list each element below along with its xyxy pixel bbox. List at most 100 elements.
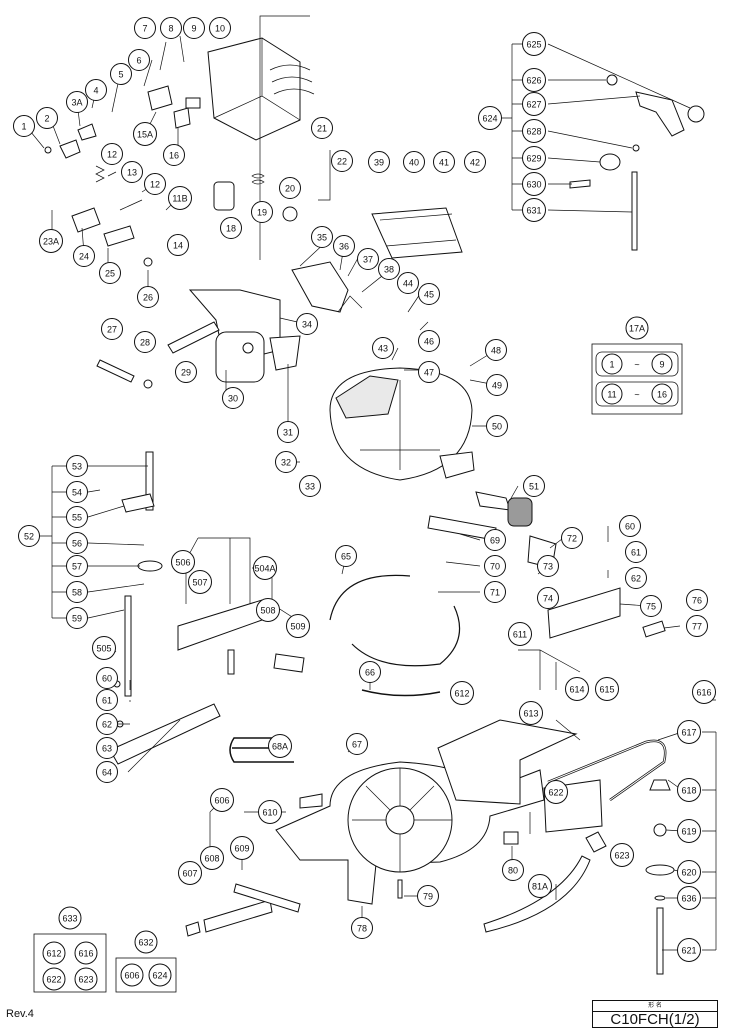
- callout-76: 76: [686, 589, 708, 611]
- callout-label: 31: [283, 428, 293, 438]
- callout-label: 3A: [71, 98, 82, 108]
- callout-label: 58: [72, 588, 82, 598]
- callout-label: 46: [424, 337, 434, 347]
- callout-label: 625: [526, 40, 541, 50]
- callout-18: 18: [220, 217, 242, 239]
- callout-label: 60: [625, 522, 635, 532]
- motor-head-assembly: [96, 37, 363, 383]
- callout-44: 44: [397, 272, 419, 294]
- callout-label: 2: [44, 114, 49, 124]
- callout-36: 36: [333, 235, 355, 257]
- svg-text:616: 616: [78, 949, 93, 959]
- callout-9: 9: [183, 17, 205, 39]
- callout-label: 618: [681, 786, 696, 796]
- callout-label: 48: [491, 346, 501, 356]
- model-title-box: 形 名 C10FCH(1/2): [592, 1000, 718, 1028]
- title-box-label: 形 名: [593, 1001, 717, 1012]
- callout-41: 41: [433, 151, 455, 173]
- callout-label: 69: [490, 536, 500, 546]
- svg-text:~: ~: [634, 360, 639, 370]
- kit-item-624: 624: [148, 963, 172, 987]
- fence-right-assembly: [543, 587, 675, 975]
- kit-item-616: 616: [74, 941, 98, 965]
- callout-label: 34: [302, 320, 312, 330]
- callout-607: 607: [178, 861, 202, 885]
- callout-label: 77: [692, 622, 702, 632]
- callout-label: 53: [72, 462, 82, 472]
- callout-79: 79: [417, 885, 439, 907]
- svg-text:606: 606: [124, 971, 139, 981]
- callout-43: 43: [372, 337, 394, 359]
- callout-27: 27: [101, 318, 123, 340]
- callout-label: 81A: [532, 882, 548, 892]
- callout-34: 34: [296, 313, 318, 335]
- callout-label: 43: [378, 344, 388, 354]
- callout-623: 623: [610, 843, 634, 867]
- callout-614: 614: [565, 677, 589, 701]
- callout-7: 7: [134, 17, 156, 39]
- callout-label: 52: [24, 532, 34, 542]
- callout-508: 508: [256, 598, 280, 622]
- fence-left-assembly: [109, 451, 305, 765]
- callout-label: 38: [384, 265, 394, 275]
- kit-item-622: 622: [42, 967, 66, 991]
- callout-label: 60: [102, 674, 112, 684]
- callout-504A: 504A: [253, 556, 277, 580]
- callout-label: 629: [526, 154, 541, 164]
- callout-label: 27: [107, 325, 117, 335]
- callout-29: 29: [175, 361, 197, 383]
- callout-32: 32: [275, 451, 297, 473]
- base-assembly: [229, 574, 591, 933]
- callout-label: 622: [548, 788, 563, 798]
- callout-70: 70: [484, 555, 506, 577]
- callout-613: 613: [519, 701, 543, 725]
- callout-label: 37: [363, 255, 373, 265]
- callout-label: 44: [403, 279, 413, 289]
- callout-label: 49: [492, 381, 502, 391]
- callout-label: 11B: [172, 194, 187, 204]
- callout-label: 20: [285, 184, 295, 194]
- callout-label: 13: [127, 168, 137, 178]
- callout-621: 621: [677, 938, 701, 962]
- callout-label: 47: [424, 368, 434, 378]
- callout-label: 606: [214, 796, 229, 806]
- callout-label: 32: [281, 458, 291, 468]
- callout-label: 56: [72, 539, 82, 549]
- callout-12: 12: [144, 173, 166, 195]
- callout-label: 70: [490, 562, 500, 572]
- kit-item-11: 11: [601, 383, 623, 405]
- callout-606: 606: [210, 788, 234, 812]
- kit-item-9: 9: [651, 353, 673, 375]
- model-name: C10FCH(1/2): [610, 1011, 700, 1028]
- callout-label: 22: [337, 157, 347, 167]
- callout-8: 8: [160, 17, 182, 39]
- callout-73: 73: [537, 555, 559, 577]
- callout-label: 609: [234, 844, 249, 854]
- callout-53: 53: [66, 455, 88, 477]
- callout-61: 61: [96, 689, 118, 711]
- callout-54: 54: [66, 481, 88, 503]
- callout-62: 62: [625, 567, 647, 589]
- svg-text:~: ~: [634, 390, 639, 400]
- callout-label: 612: [454, 689, 469, 699]
- callout-label: 79: [423, 892, 433, 902]
- callout-label: 16: [169, 151, 179, 161]
- callout-label: 36: [339, 242, 349, 252]
- callout-label: 8: [168, 24, 173, 34]
- callout-label: 507: [192, 578, 207, 588]
- callout-19: 19: [251, 201, 273, 223]
- kit-item-623: 623: [74, 967, 98, 991]
- callout-label: 1: [21, 122, 26, 132]
- callout-label: 6: [136, 56, 141, 66]
- callout-label: 628: [526, 127, 541, 137]
- callout-38: 38: [378, 258, 400, 280]
- kit-item-612: 612: [42, 941, 66, 965]
- callout-610: 610: [258, 800, 282, 824]
- callout-label: 50: [492, 422, 502, 432]
- callout-label: 33: [305, 482, 315, 492]
- callout-509: 509: [286, 614, 310, 638]
- callout-2: 2: [36, 107, 58, 129]
- bottom-left-parts: [185, 793, 519, 937]
- callout-12: 12: [101, 143, 123, 165]
- callout-label: 62: [102, 720, 112, 730]
